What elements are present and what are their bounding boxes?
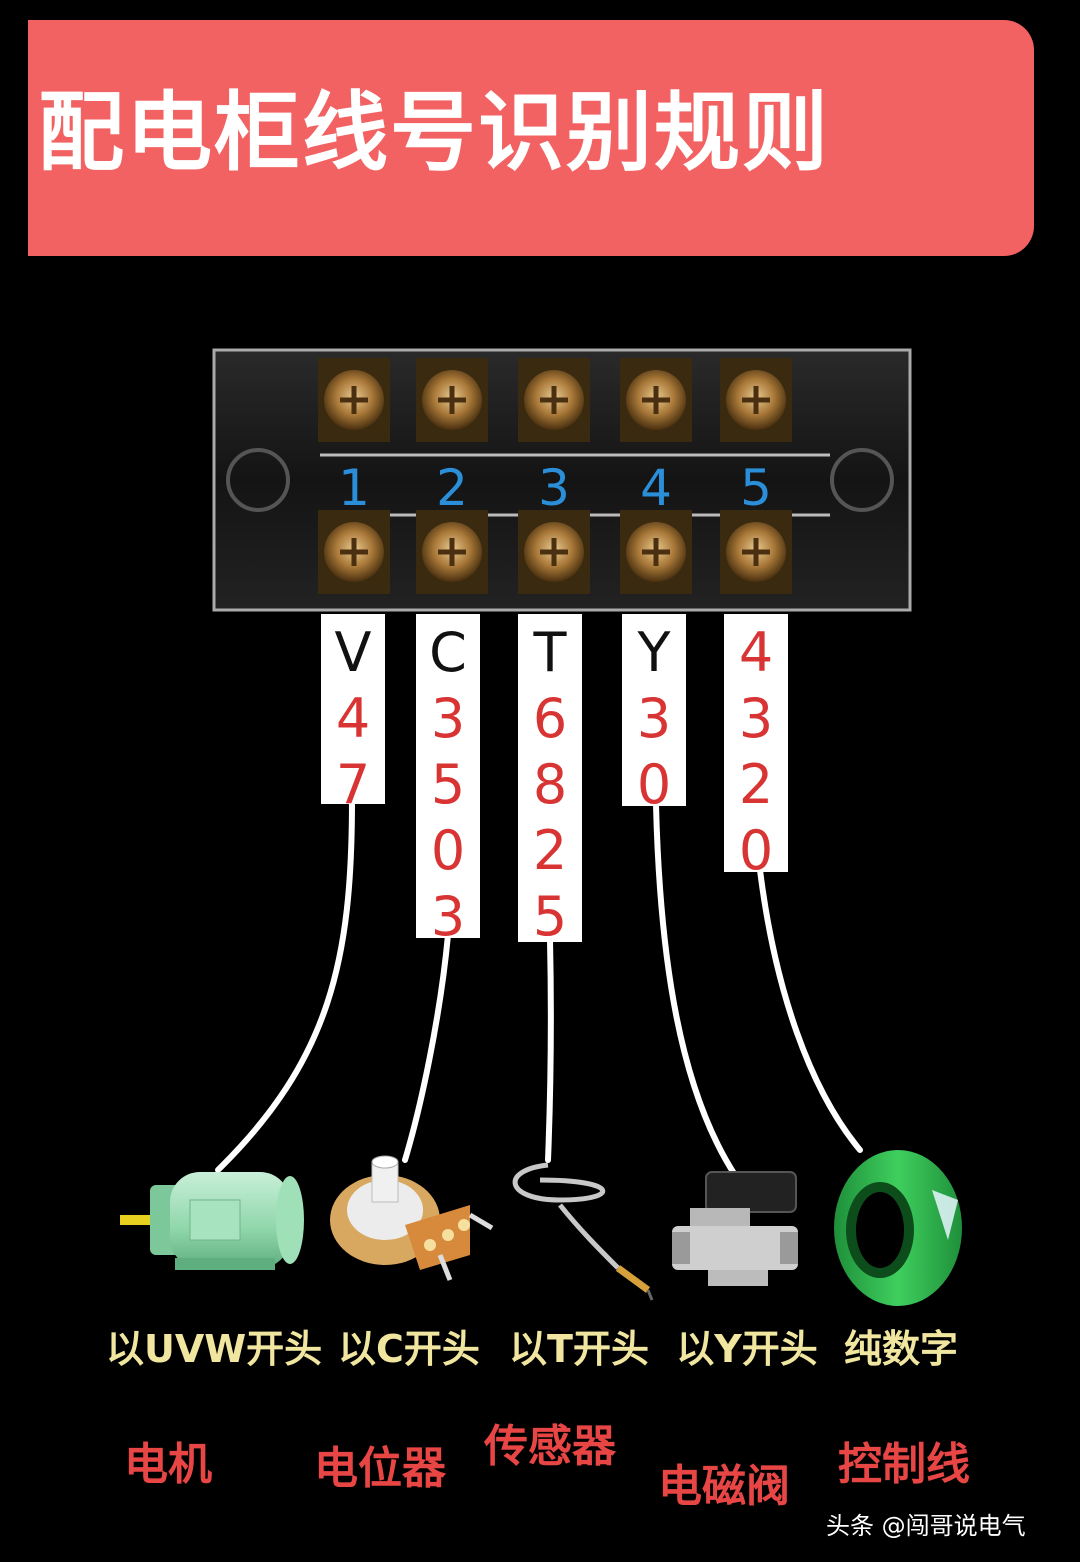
- wire-tag-1: V 4 7: [321, 614, 385, 816]
- tag-prefix: C: [429, 621, 467, 684]
- tag-digit: 0: [430, 819, 466, 882]
- potentiometer-icon: [330, 1155, 494, 1281]
- sensor-icon: [512, 1162, 654, 1301]
- tag-digit: 3: [430, 885, 466, 948]
- tag-digit: 0: [738, 819, 774, 882]
- rule-label-solenoid-valve: 以Y开头: [676, 1327, 818, 1371]
- rule-label-control: 纯数字: [843, 1327, 958, 1371]
- tag-digit: 8: [532, 753, 568, 816]
- device-name-sensor: 传感器: [484, 1421, 616, 1472]
- tag-digit: 4: [738, 621, 774, 684]
- terminal-number: 5: [740, 459, 772, 517]
- control-wire-coil-icon: [834, 1150, 962, 1306]
- terminal-number: 4: [640, 459, 672, 517]
- tag-digit: 2: [738, 753, 774, 816]
- wire-tag-3: T 6 8 2 5: [518, 614, 582, 948]
- device-name-solenoid-valve: 电磁阀: [658, 1461, 790, 1512]
- tag-digit: 7: [335, 753, 371, 816]
- tag-prefix: T: [533, 621, 567, 684]
- wire-solenoid-valve: [653, 802, 738, 1178]
- motor-icon: [120, 1172, 304, 1270]
- tag-digit: 2: [532, 819, 568, 882]
- terminal-number: 3: [538, 459, 570, 517]
- tag-digit: 5: [430, 753, 466, 816]
- terminal-number: 1: [338, 459, 370, 517]
- wire-tag-5: 4 3 2 0: [724, 614, 788, 882]
- tag-prefix: V: [334, 621, 372, 684]
- tag-digit: 5: [532, 885, 568, 948]
- terminal-screws: [318, 358, 792, 594]
- wire-sensor: [545, 937, 554, 1163]
- tag-digit: 4: [335, 687, 371, 750]
- terminal-numbers: 1 2 3 4 5: [338, 459, 772, 517]
- rule-label-sensor: 以T开头: [509, 1327, 649, 1371]
- tag-digit: 3: [636, 687, 672, 750]
- wires: [215, 797, 863, 1178]
- tag-digit: 0: [636, 753, 672, 816]
- page-title: 配电柜线号识别规则: [38, 83, 830, 183]
- watermark: 头条 @闯哥说电气: [826, 1512, 1026, 1540]
- tag-digit: 3: [738, 687, 774, 750]
- wire-control: [757, 867, 863, 1153]
- tag-digit: 3: [430, 687, 466, 750]
- device-name-control: 控制线: [838, 1439, 970, 1490]
- solenoid-valve-icon: [672, 1171, 798, 1286]
- rule-label-motor: 以UVW开头: [106, 1327, 323, 1371]
- wire-potentiometer: [402, 932, 451, 1163]
- device-name-potentiometer: 电位器: [314, 1443, 446, 1494]
- device-name-motor: 电机: [124, 1439, 212, 1490]
- title-banner: [28, 20, 1034, 256]
- rule-label-potentiometer: 以C开头: [338, 1327, 480, 1371]
- terminal-number: 2: [436, 459, 468, 517]
- tag-digit: 6: [532, 687, 568, 750]
- wire-tag-2: C 3 5 0 3: [416, 614, 480, 948]
- tag-prefix: Y: [637, 621, 671, 684]
- wire-motor: [215, 797, 355, 1173]
- wire-tag-4: Y 3 0: [622, 614, 686, 816]
